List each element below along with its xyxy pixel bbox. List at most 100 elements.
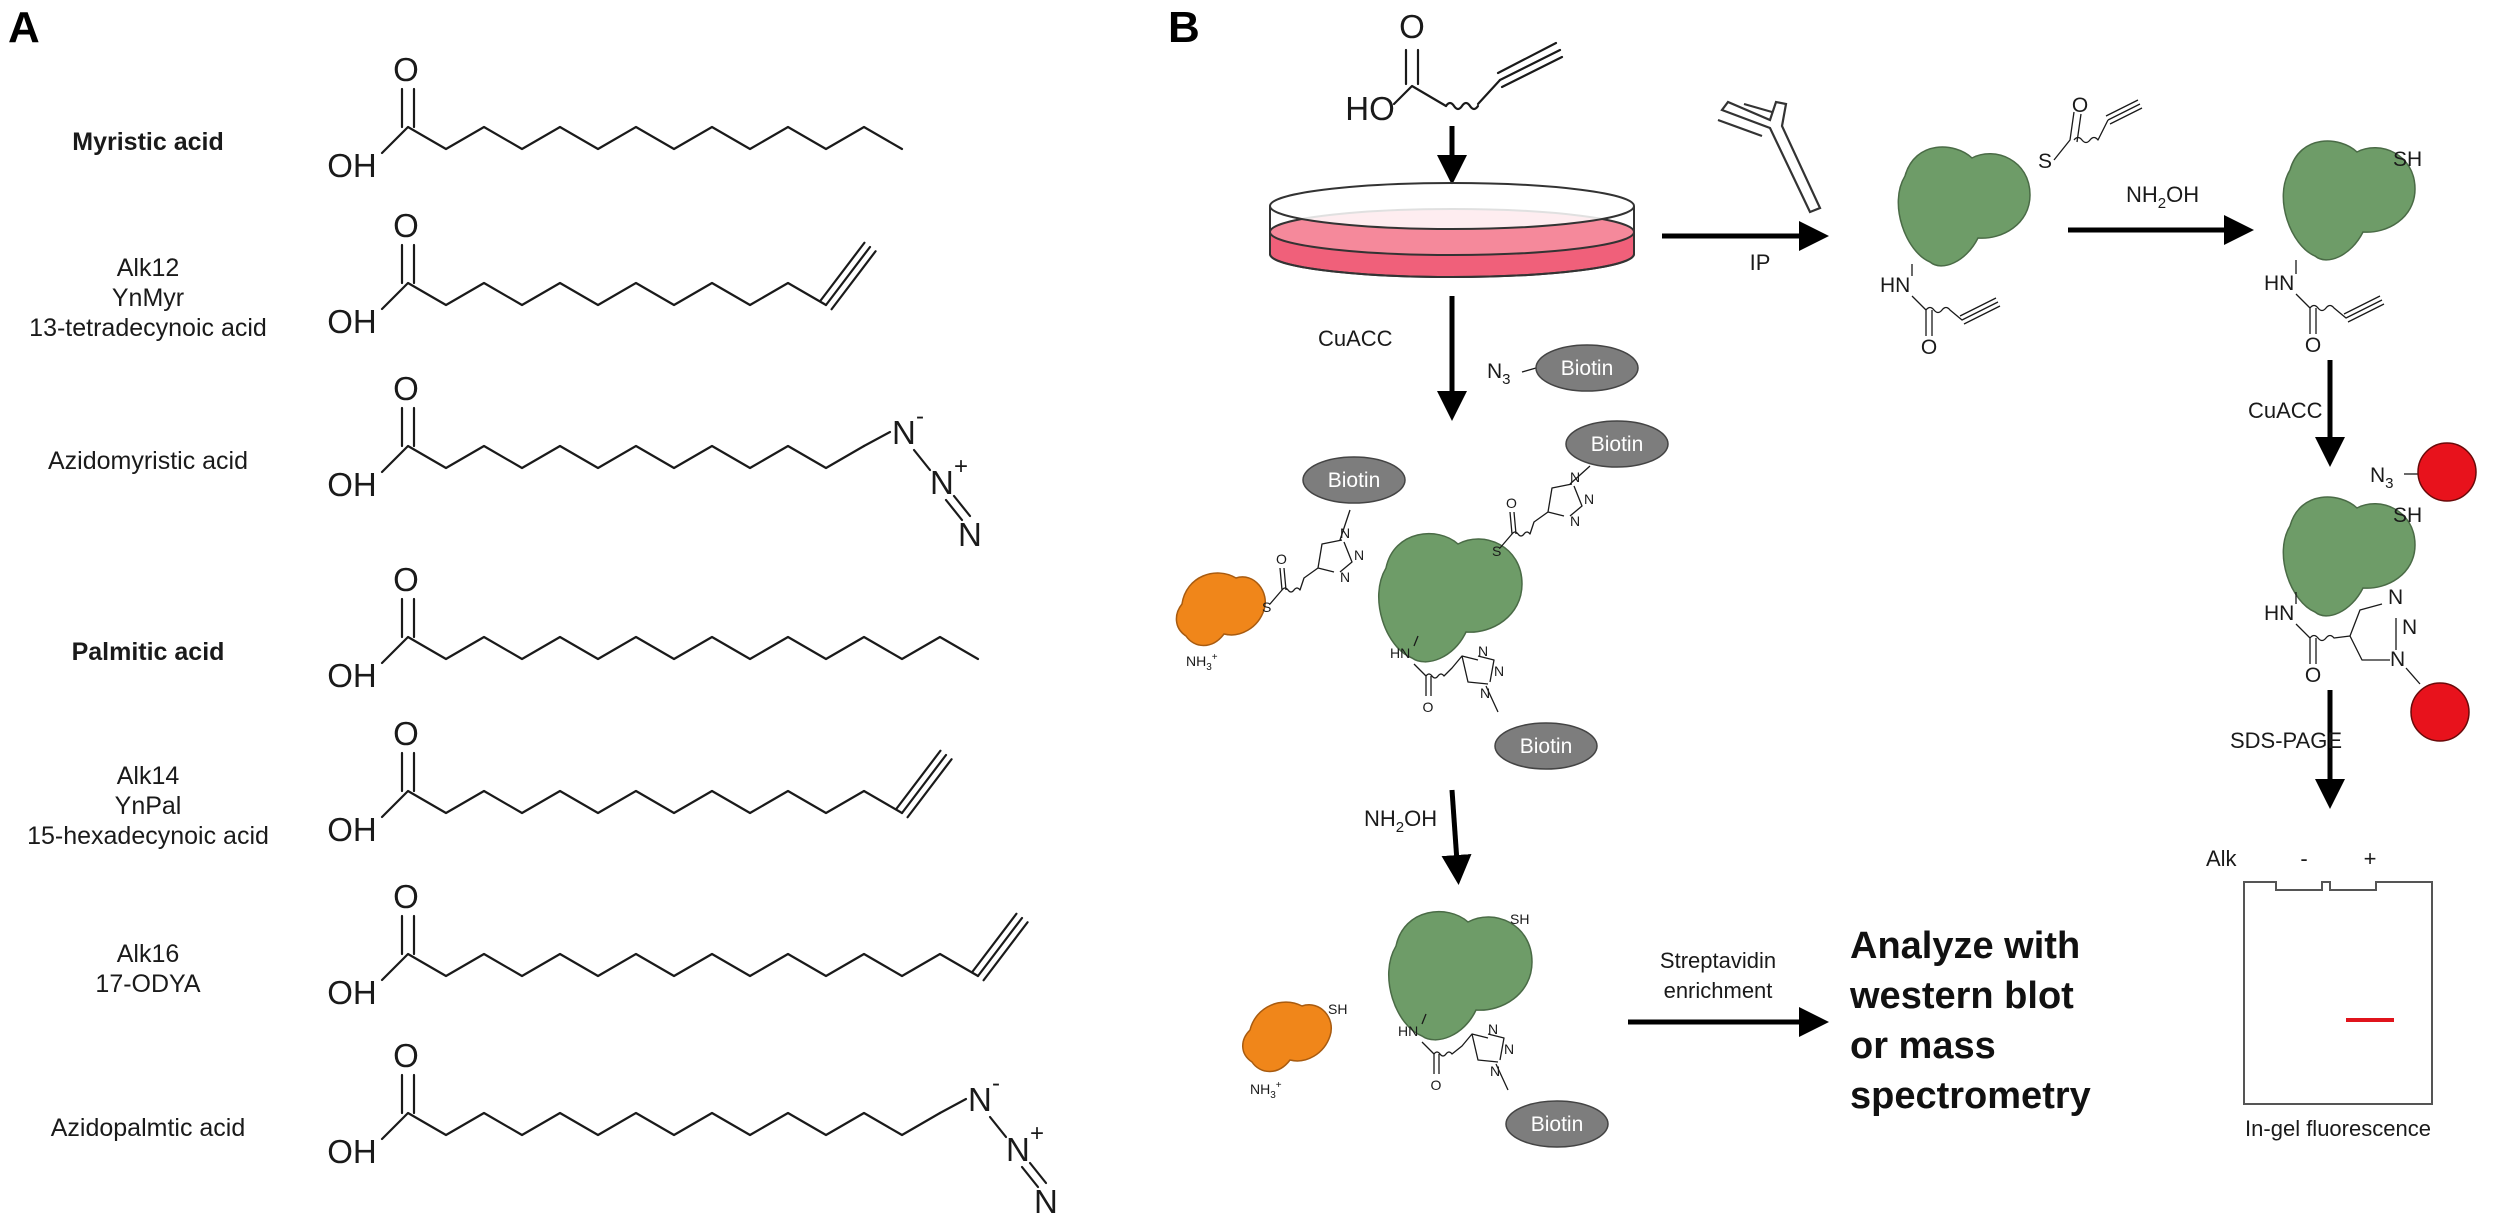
biotin-thioester-orange-ellipse bbox=[1302, 456, 1406, 504]
azide-n3-azidopalmitic: N bbox=[1034, 1183, 1058, 1215]
analyze-line-3: spectrometry bbox=[1850, 1075, 2091, 1117]
alkyne-alk14 bbox=[895, 749, 953, 819]
cleaved-green-hn: HN bbox=[1398, 1023, 1418, 1039]
ip-thioester-bonds bbox=[2053, 111, 2082, 161]
arrow-nh2oh-bottom bbox=[1441, 789, 1472, 885]
oxygen-azidopalmitic: O bbox=[393, 1037, 419, 1074]
carbonyl-bond-azidopalmitic bbox=[400, 1073, 416, 1115]
gel-caption: In-gel fluorescence bbox=[2245, 1116, 2431, 1141]
biotin-thioester-green-text: Biotin bbox=[1591, 433, 1644, 456]
cleaved-orange-nh3: NH3+ bbox=[1250, 1080, 1282, 1101]
biotin-amide-text: Biotin bbox=[1520, 735, 1573, 758]
sh-protein-top-hn: HN bbox=[2264, 272, 2294, 295]
carbonyl-bond-alk12 bbox=[400, 243, 416, 285]
carbonyl-bond-alk14 bbox=[400, 751, 416, 793]
hydroxyl-palmitic: OH bbox=[327, 657, 377, 694]
azide-n3-azidomyristic: N bbox=[958, 516, 982, 553]
gel-outline bbox=[2243, 881, 2433, 1105]
fluorophore-attached bbox=[2410, 682, 2470, 742]
gel-lane-plus: + bbox=[2364, 846, 2377, 871]
orange-thioester-o: O bbox=[1276, 551, 1287, 567]
chain-alk12 bbox=[380, 281, 828, 311]
hydroxyl-alk14: OH bbox=[327, 811, 377, 848]
cleaved-green-triazole bbox=[1421, 1013, 1509, 1091]
fluor-protein-blob bbox=[2282, 496, 2416, 617]
cleaved-orange-blob bbox=[1242, 1001, 1333, 1073]
fluor-protein-hn: HN bbox=[2264, 602, 2294, 625]
green-triazole-n2: N bbox=[1584, 491, 1594, 507]
hydroxyl-azidomyristic: OH bbox=[327, 466, 377, 503]
azide-bond1-azidopalmitic bbox=[988, 1115, 1008, 1139]
green-amide-n2: N bbox=[1494, 663, 1504, 679]
alkyne-probe-structure: O HO bbox=[1345, 8, 1564, 127]
green-amide-n3: N bbox=[1480, 685, 1490, 701]
azide-bond1-azidomyristic bbox=[912, 448, 932, 472]
azide-link-azidomyristic bbox=[862, 430, 892, 448]
acid-label-alk16-line-1: 17-ODYA bbox=[95, 970, 200, 998]
orange-thioester-s: S bbox=[1262, 599, 1271, 615]
ip-protein: S O HN O bbox=[1880, 94, 2143, 359]
ip-amide-o: O bbox=[1921, 336, 1937, 359]
oxygen-palmitic: O bbox=[393, 561, 419, 598]
analyze-line-0: Analyze with bbox=[1850, 925, 2080, 967]
chain-myristic bbox=[380, 125, 904, 155]
carbonyl-bond-azidomyristic bbox=[400, 406, 416, 448]
probe-backbone bbox=[1392, 84, 1448, 108]
probe-oxygen: O bbox=[1399, 8, 1425, 45]
panel-label-a: A bbox=[8, 3, 40, 52]
oxygen-alk16: O bbox=[393, 878, 419, 915]
cleaved-biotin-ellipse bbox=[1505, 1100, 1609, 1148]
hydroxyl-alk12: OH bbox=[327, 303, 377, 340]
fluorophore-circle bbox=[2417, 442, 2477, 502]
biotin-reagent-ellipse bbox=[1535, 344, 1639, 392]
fluor-protein-sh: SH bbox=[2393, 504, 2422, 527]
cleaved-orange-sh: SH bbox=[1328, 1001, 1347, 1017]
orange-protein-blob bbox=[1175, 572, 1267, 647]
fluor-link-bond bbox=[2405, 667, 2421, 685]
sh-protein-top-alkyne bbox=[2295, 260, 2385, 334]
acid-label-alk12-line-1: YnMyr bbox=[112, 284, 184, 312]
step-ip-label: IP bbox=[1750, 250, 1771, 275]
chain-alk14 bbox=[380, 789, 904, 819]
step-cuacc-left: CuACC bbox=[1318, 326, 1393, 351]
gel-lane-minus: - bbox=[2300, 846, 2307, 871]
azide-bond2-azidopalmitic bbox=[1020, 1161, 1048, 1189]
analyze-line-1: western blot bbox=[1849, 975, 2074, 1017]
azide-n1-azidopalmitic: N bbox=[968, 1081, 992, 1118]
cleaved-green-n1: N bbox=[1488, 1021, 1498, 1037]
carbonyl-bond-alk16 bbox=[400, 914, 416, 956]
azide-n2-azidopalmitic: N bbox=[1006, 1131, 1030, 1168]
step-streptavidin-1: Streptavidin bbox=[1660, 948, 1776, 973]
analyze-line-2: or mass bbox=[1850, 1025, 1996, 1067]
green-amide-o: O bbox=[1423, 699, 1434, 715]
fluor-protein-o: O bbox=[2305, 664, 2321, 687]
hydroxyl-azidopalmitic: OH bbox=[327, 1133, 377, 1170]
azide-plus-azidomyristic: + bbox=[954, 453, 968, 480]
gel: Alk - + In-gel fluorescence bbox=[2206, 846, 2433, 1141]
green-protein-blob bbox=[1377, 532, 1523, 663]
green-amide-hn: HN bbox=[1390, 645, 1410, 661]
cleaved-green-sh: SH bbox=[1510, 911, 1529, 927]
sh-protein-top-sh: SH bbox=[2393, 148, 2422, 171]
sh-protein-top-blob bbox=[2282, 140, 2416, 261]
oxygen-alk12: O bbox=[393, 207, 419, 244]
acid-label-alk14-line-2: 15-hexadecynoic acid bbox=[27, 822, 269, 850]
azide-minus-azidopalmitic: - bbox=[992, 1070, 1000, 1097]
biotinylated-proteins: Biotin Biotin NH3+ S O N N N S O N N N H… bbox=[1175, 420, 1669, 770]
green-triazole-n1: N bbox=[1570, 469, 1580, 485]
ip-amide-hn: HN bbox=[1880, 274, 1910, 297]
probe-hydroxyl: HO bbox=[1345, 90, 1395, 127]
ip-thioester-alkyne bbox=[2073, 99, 2143, 144]
green-thioester-s: S bbox=[1492, 543, 1501, 559]
structure-palmitic: O OH bbox=[327, 561, 980, 694]
ip-thioester-s: S bbox=[2038, 150, 2052, 173]
azide-bond2-azidomyristic bbox=[944, 494, 972, 522]
azide-biotin-reagent: N3 Biotin bbox=[1487, 344, 1639, 392]
oxygen-myristic: O bbox=[393, 51, 419, 88]
probe-alkyne-triple bbox=[1496, 41, 1564, 89]
orange-thioester-triazole bbox=[1269, 509, 1353, 605]
step-sds-page: SDS-PAGE bbox=[2230, 728, 2342, 753]
chain-alk16 bbox=[380, 952, 980, 982]
